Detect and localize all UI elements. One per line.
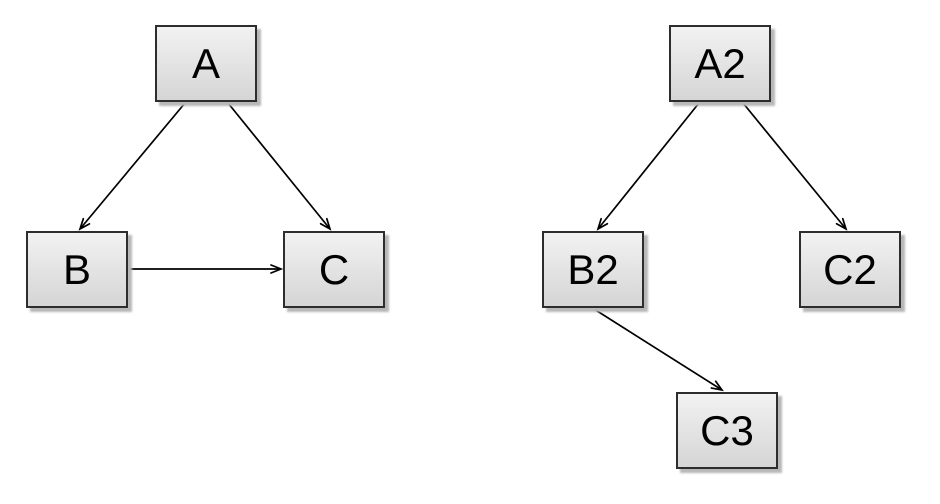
node-B2[interactable]: B2 bbox=[542, 231, 644, 308]
edge-A-C[interactable] bbox=[227, 102, 332, 231]
node-A[interactable]: A bbox=[155, 25, 257, 102]
node-label-B: B bbox=[62, 245, 91, 293]
node-label-C3: C3 bbox=[700, 406, 754, 454]
node-C3[interactable]: C3 bbox=[676, 392, 778, 469]
node-label-C: C bbox=[318, 245, 350, 293]
node-B[interactable]: B bbox=[26, 231, 128, 308]
node-A2[interactable]: A2 bbox=[669, 25, 771, 102]
node-label-A2: A2 bbox=[694, 39, 746, 87]
edge-B2-C3[interactable] bbox=[593, 308, 724, 392]
edge-A-B[interactable] bbox=[78, 102, 186, 231]
node-C[interactable]: C bbox=[283, 231, 385, 308]
node-label-C2: C2 bbox=[823, 245, 877, 293]
edge-A2-B2[interactable] bbox=[596, 102, 700, 231]
node-label-A: A bbox=[191, 39, 220, 87]
node-C2[interactable]: C2 bbox=[799, 231, 901, 308]
node-label-B2: B2 bbox=[567, 245, 619, 293]
edge-A2-C2[interactable] bbox=[742, 102, 848, 231]
